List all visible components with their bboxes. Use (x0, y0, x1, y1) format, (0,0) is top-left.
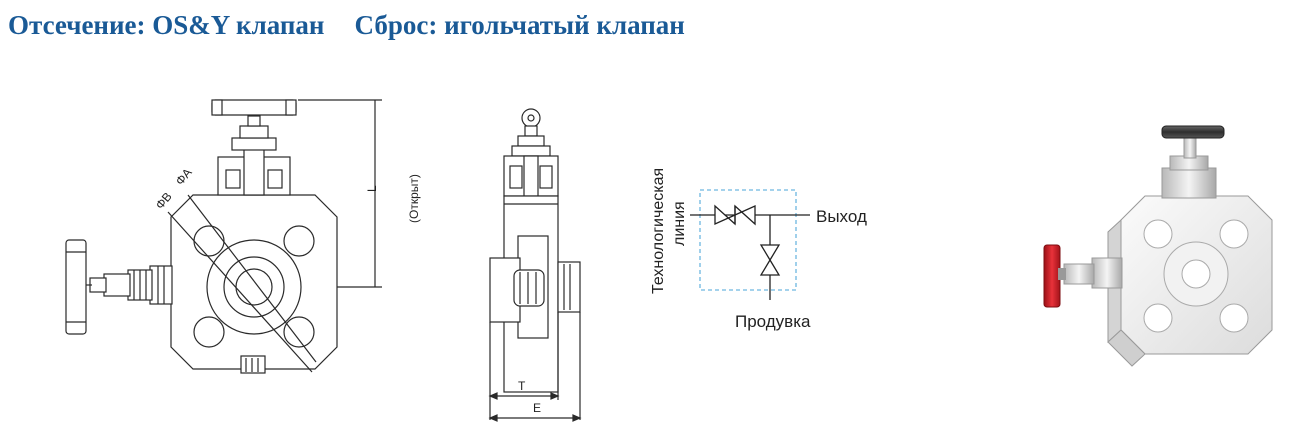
side-handle (65, 239, 87, 335)
vent-label: Продувка (735, 312, 811, 331)
side-valve-body (149, 265, 173, 305)
dim-e-label: E (533, 401, 541, 415)
valve-3d-render (1043, 125, 1273, 367)
dim-length-note: (Открыт) (407, 174, 421, 223)
render-main-handle (1161, 125, 1225, 139)
dim-diameter-a-label: ΦA (173, 165, 195, 187)
dim-length-label: L (365, 185, 379, 192)
bore-mid (223, 256, 285, 318)
diameter-a-line (187, 194, 317, 363)
top-handle (211, 99, 297, 116)
render-vent-handle (1043, 244, 1061, 308)
flow-schematic: Технологическая линия Выход Продувка (650, 168, 867, 331)
outlet-label: Выход (816, 207, 867, 226)
side-view-drawing (488, 108, 582, 422)
bolt-hole (283, 225, 315, 257)
isolation-title: Отсечение: OS&Y клапан (8, 10, 325, 40)
bolt-hole (193, 316, 225, 348)
vent-title: Сброс: игольчатый клапан (354, 10, 685, 40)
process-line-label-2: линия (671, 201, 688, 246)
page-title: Отсечение: OS&Y клапан Сброс: игольчатый… (8, 10, 685, 50)
process-line-label: Технологическая (650, 168, 667, 294)
diameter-b-line (167, 211, 313, 373)
side-port (557, 261, 581, 313)
vent-valve-symbol (759, 244, 781, 276)
dim-diameter-b-label: ΦB (153, 189, 175, 211)
dim-t-label: T (518, 379, 526, 393)
bolt-hole (283, 316, 315, 348)
front-view-drawing (65, 99, 382, 374)
bottom-port (240, 355, 266, 374)
bore-outer (206, 239, 302, 335)
side-top-knob (521, 108, 541, 128)
